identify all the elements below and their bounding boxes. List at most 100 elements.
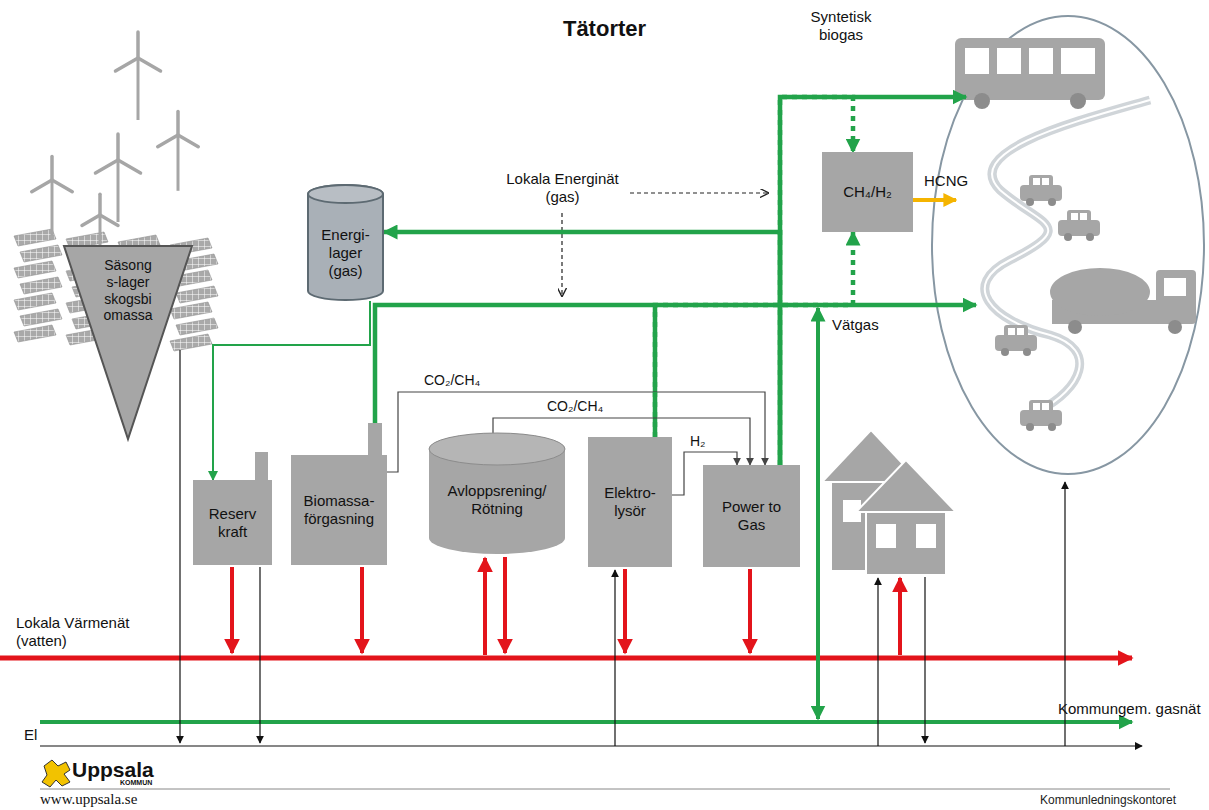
node-text: CH₄/H₂ bbox=[822, 152, 913, 232]
power-arrow bbox=[877, 578, 878, 746]
wheel bbox=[1068, 320, 1082, 334]
wheel bbox=[1168, 320, 1182, 334]
bus bbox=[955, 38, 1105, 109]
flow-label: Syntetisk biogas bbox=[800, 8, 882, 44]
wind-turbine bbox=[158, 112, 199, 191]
car bbox=[1020, 175, 1062, 206]
power-arrow bbox=[179, 350, 180, 743]
node-text: Avloppsrening/ Rötning bbox=[428, 455, 566, 545]
node-text: Biomassa- förgasning bbox=[291, 455, 387, 565]
bus-window bbox=[1061, 48, 1095, 74]
heat-arrow bbox=[503, 557, 507, 653]
process-box: Elektro- lysör bbox=[588, 437, 672, 567]
diagram-title: Tätorter bbox=[0, 16, 1209, 42]
truck-tank bbox=[1050, 268, 1150, 316]
node-text: Elektro- lysör bbox=[588, 437, 672, 567]
tanker-truck bbox=[1050, 268, 1196, 334]
triangle-shape bbox=[64, 246, 192, 439]
turbine-blade bbox=[100, 215, 118, 225]
solar-panel bbox=[176, 286, 218, 303]
heat-arrow bbox=[360, 567, 364, 653]
hcng-arrow bbox=[913, 198, 956, 202]
chimney bbox=[255, 452, 268, 482]
callout-label: Lokala Energinät (gas) bbox=[500, 170, 625, 206]
heat-arrow bbox=[898, 578, 902, 655]
turbine-tower bbox=[177, 135, 180, 191]
heat-arrow bbox=[623, 569, 627, 653]
house-body bbox=[866, 508, 946, 575]
node-label: Elektro- lysör bbox=[594, 484, 666, 520]
wind-turbine bbox=[95, 134, 140, 222]
turbine-tower bbox=[51, 180, 54, 236]
road-marking bbox=[985, 100, 1150, 410]
edge-label: H₂ bbox=[688, 433, 708, 450]
cylinder-body bbox=[308, 185, 383, 300]
power-line bbox=[40, 745, 1142, 746]
turbine-blade bbox=[136, 32, 140, 58]
solar-panel bbox=[176, 318, 218, 335]
edge-label: CO₂/CH₄ bbox=[545, 398, 605, 415]
chimney bbox=[368, 423, 382, 457]
truck-cab bbox=[1156, 270, 1196, 324]
network-label: Kommungem. gasnät bbox=[1058, 700, 1201, 718]
network-label: Lokala Värmenät (vatten) bbox=[16, 614, 146, 650]
turbine-blade bbox=[138, 58, 161, 71]
solar-panel bbox=[20, 309, 62, 326]
heat-arrow bbox=[230, 567, 234, 653]
cylinder-top bbox=[308, 185, 383, 203]
wind-turbines bbox=[32, 32, 199, 265]
solar-panel bbox=[170, 334, 212, 351]
power-arrow bbox=[259, 567, 260, 743]
solar-panel bbox=[170, 302, 212, 319]
solar-panel bbox=[20, 277, 62, 294]
solar-panel bbox=[14, 229, 56, 246]
solar-panel bbox=[14, 325, 56, 342]
turbine-blade bbox=[158, 135, 178, 147]
process-box: Biomassa- förgasning bbox=[291, 455, 387, 565]
gas-line bbox=[780, 97, 966, 465]
solar-panel bbox=[14, 261, 56, 278]
house-roof bbox=[856, 460, 956, 512]
edge-label: CO₂/CH₄ bbox=[422, 372, 482, 389]
car bbox=[1058, 210, 1100, 241]
node-text: Reserv kraft bbox=[193, 480, 272, 565]
heat-arrow bbox=[483, 558, 487, 655]
gas-line bbox=[375, 305, 976, 423]
turbine-blade bbox=[115, 58, 138, 71]
logo-subtext: KOMMUN bbox=[120, 779, 152, 787]
node-text: Säsong s-lager skogsbi omassa bbox=[63, 257, 193, 440]
wind-turbine bbox=[32, 157, 73, 236]
storage-triangle: Säsong s-lager skogsbi omassa bbox=[63, 245, 193, 440]
node-label: Biomassa- förgasning bbox=[297, 492, 381, 528]
connector bbox=[213, 301, 370, 480]
node-label: Reserv kraft bbox=[200, 505, 266, 541]
process-box: Reserv kraft bbox=[193, 480, 272, 565]
turbine-blade bbox=[95, 160, 118, 173]
turbine-blade bbox=[82, 215, 100, 225]
node-label: Power to Gas bbox=[717, 498, 787, 534]
bus-body bbox=[955, 38, 1105, 100]
footer-rule bbox=[40, 789, 1170, 790]
process-tank: Avloppsrening/ Rötning bbox=[428, 433, 566, 555]
power-arrow bbox=[614, 570, 615, 746]
bus-window bbox=[965, 48, 989, 74]
turbine-tower bbox=[137, 58, 140, 120]
turbine-tower bbox=[117, 160, 120, 222]
callout-arrow bbox=[561, 213, 562, 296]
flow-label: Vätgas bbox=[832, 316, 879, 334]
road bbox=[985, 100, 1150, 410]
solar-panel bbox=[20, 245, 62, 262]
heat-network-line bbox=[0, 656, 1132, 661]
turbine-blade bbox=[116, 134, 120, 160]
cylinder-top bbox=[429, 433, 565, 465]
node-label: Säsong s-lager skogsbi omassa bbox=[97, 257, 159, 324]
truck-window bbox=[1164, 278, 1186, 296]
node-label: Energi- lager (gas) bbox=[314, 226, 378, 280]
node-label: Avloppsrening/ Rötning bbox=[434, 482, 560, 518]
car bbox=[1020, 400, 1062, 431]
blend-box: CH₄/H₂ bbox=[822, 152, 913, 232]
gas-network-line bbox=[40, 720, 1132, 724]
node-text: Energi- lager (gas) bbox=[307, 205, 384, 301]
